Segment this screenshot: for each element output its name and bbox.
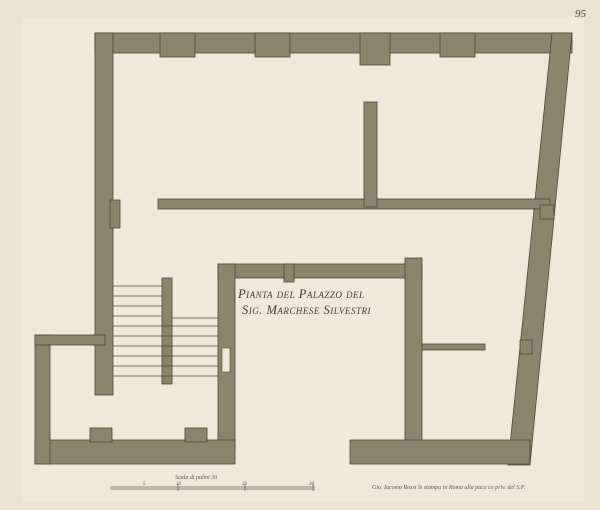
plan-title: Pianta del Palazzo del Sig. Marchese Sil…	[238, 286, 371, 318]
middle-wall	[157, 198, 551, 210]
courtyard-right-wall	[404, 257, 423, 449]
stair-newel	[161, 277, 173, 385]
niche	[221, 347, 231, 373]
annex-top-wall	[34, 334, 106, 346]
bottom-left-wall	[34, 439, 236, 465]
right-wall	[507, 32, 573, 466]
title-line-1: Pianta del Palazzo del	[238, 287, 365, 301]
annex-left-wall	[34, 334, 51, 465]
bottom-right-wall	[349, 439, 531, 465]
scale-tick: 30	[309, 482, 314, 487]
scale-tick: 20	[242, 482, 247, 487]
title-line-2: Sig. Marchese Silvestri	[242, 303, 371, 317]
courtyard-top-wall	[217, 263, 423, 279]
staircase	[113, 285, 218, 377]
scale-tick: 5	[143, 482, 146, 487]
scale-label: Scala di palmi 30	[175, 475, 218, 481]
publisher-credit: Gio. Iacomo Rossi le stampa in Roma alla…	[372, 485, 526, 491]
partition-wall	[363, 101, 378, 208]
scale-bar	[110, 484, 315, 491]
plate-paper	[22, 18, 584, 502]
small-wall	[421, 343, 486, 351]
page-number: 95	[575, 8, 586, 20]
walls	[34, 32, 573, 466]
scale-tick: 10	[176, 482, 181, 487]
